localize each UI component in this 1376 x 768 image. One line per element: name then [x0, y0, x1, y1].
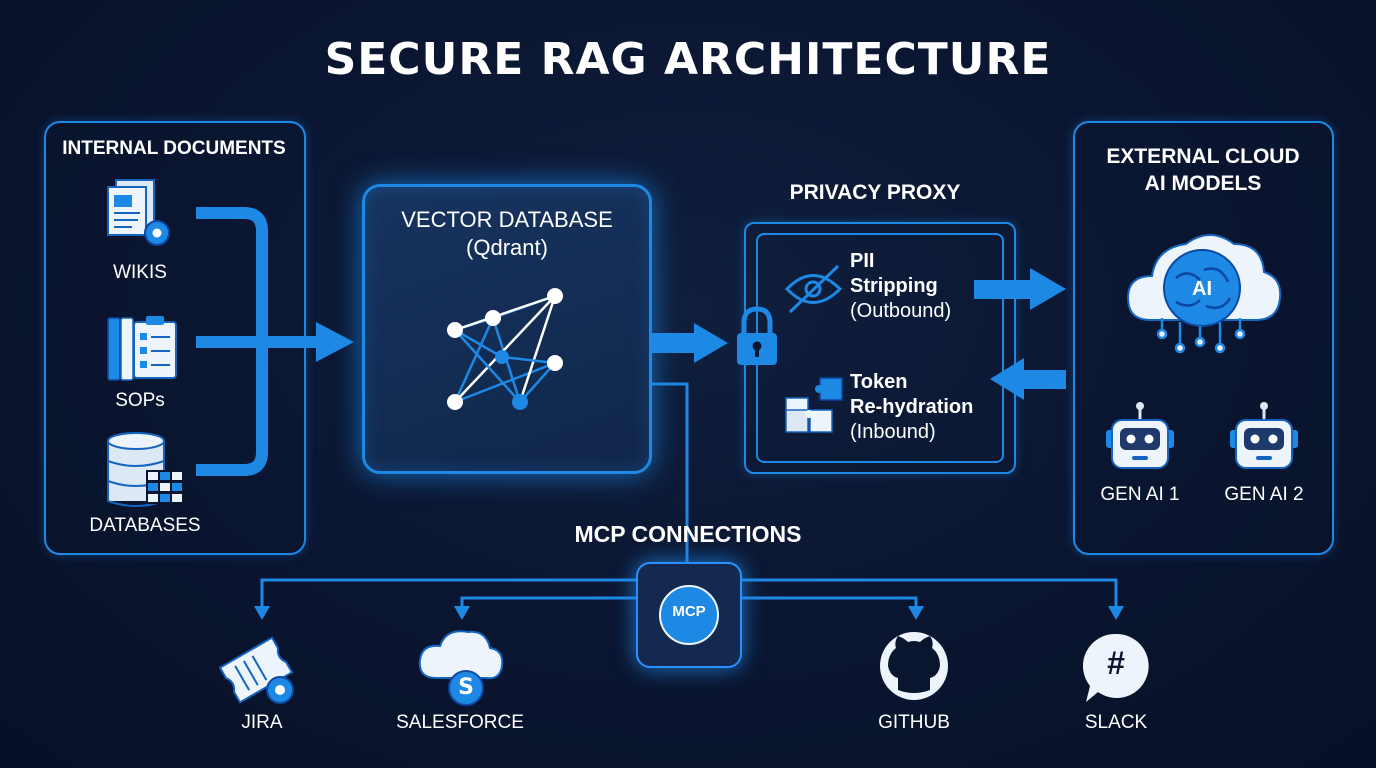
external-ai-heading-line2: AI MODELS	[1144, 172, 1262, 195]
database-icon	[107, 432, 182, 507]
vector-database-card[interactable]	[362, 184, 652, 474]
mcp-connector-lines	[260, 578, 1118, 608]
mcp-item-github[interactable]: GITHUB	[878, 712, 950, 733]
mcp-arrowheads	[254, 606, 1124, 620]
sop-clipboard-icon	[107, 316, 177, 381]
salesforce-s-badge: S	[458, 675, 474, 700]
gen-ai-2-robot-icon	[1230, 402, 1298, 469]
internal-item-wikis: WIKIS	[113, 262, 167, 283]
gen-ai-2-label: GEN AI 2	[1224, 484, 1304, 505]
internal-to-vector-arrow	[316, 322, 354, 362]
inbound-arrow	[990, 358, 1066, 400]
slack-hash-glyph: #	[1107, 645, 1125, 681]
page-title: SECURE RAG ARCHITECTURE	[324, 34, 1052, 85]
salesforce-cloud-icon	[418, 630, 504, 706]
mcp-connections-heading: MCP CONNECTIONS	[574, 521, 802, 547]
inbound-line2: Re-hydration	[850, 396, 974, 418]
puzzle-icon	[785, 377, 843, 433]
vector-database-subtitle: (Qdrant)	[466, 235, 548, 260]
external-ai-heading-line1: EXTERNAL CLOUD	[1106, 145, 1300, 168]
vector-database-title: VECTOR DATABASE	[401, 207, 613, 232]
wiki-document-icon	[107, 179, 170, 246]
lock-icon	[737, 306, 777, 365]
mcp-item-salesforce[interactable]: SALESFORCE	[396, 712, 524, 733]
mcp-item-jira[interactable]: JIRA	[241, 712, 283, 733]
vector-graph-icon	[447, 288, 563, 410]
external-ai-panel	[1073, 121, 1334, 555]
mcp-hub-circle	[659, 585, 719, 645]
eye-slash-icon	[784, 264, 843, 314]
jira-ticket-icon	[218, 636, 294, 704]
cloud-ai-badge: AI	[1192, 278, 1212, 300]
outbound-line2: Stripping	[850, 275, 938, 297]
slack-icon	[1082, 633, 1149, 702]
inbound-line1: Token	[850, 371, 908, 393]
outbound-line1: PII	[850, 250, 875, 272]
vector-to-proxy-arrow	[650, 323, 728, 363]
internal-docs-connector	[196, 207, 318, 476]
outbound-line3: (Outbound)	[850, 300, 952, 322]
mcp-hub-label: MCP	[672, 603, 706, 620]
outbound-arrow	[974, 268, 1066, 310]
internal-item-databases: DATABASES	[89, 515, 201, 536]
internal-documents-heading: INTERNAL DOCUMENTS	[62, 138, 286, 159]
github-icon	[880, 632, 948, 700]
gen-ai-1-robot-icon	[1106, 402, 1174, 469]
internal-item-sops: SOPs	[115, 390, 165, 411]
gen-ai-1-label: GEN AI 1	[1100, 484, 1180, 505]
vector-to-mcp-line	[650, 382, 689, 562]
mcp-item-slack[interactable]: SLACK	[1084, 712, 1148, 733]
privacy-proxy-heading: PRIVACY PROXY	[789, 181, 961, 204]
cloud-ai-icon	[1126, 234, 1282, 354]
inbound-line3: (Inbound)	[850, 421, 936, 443]
